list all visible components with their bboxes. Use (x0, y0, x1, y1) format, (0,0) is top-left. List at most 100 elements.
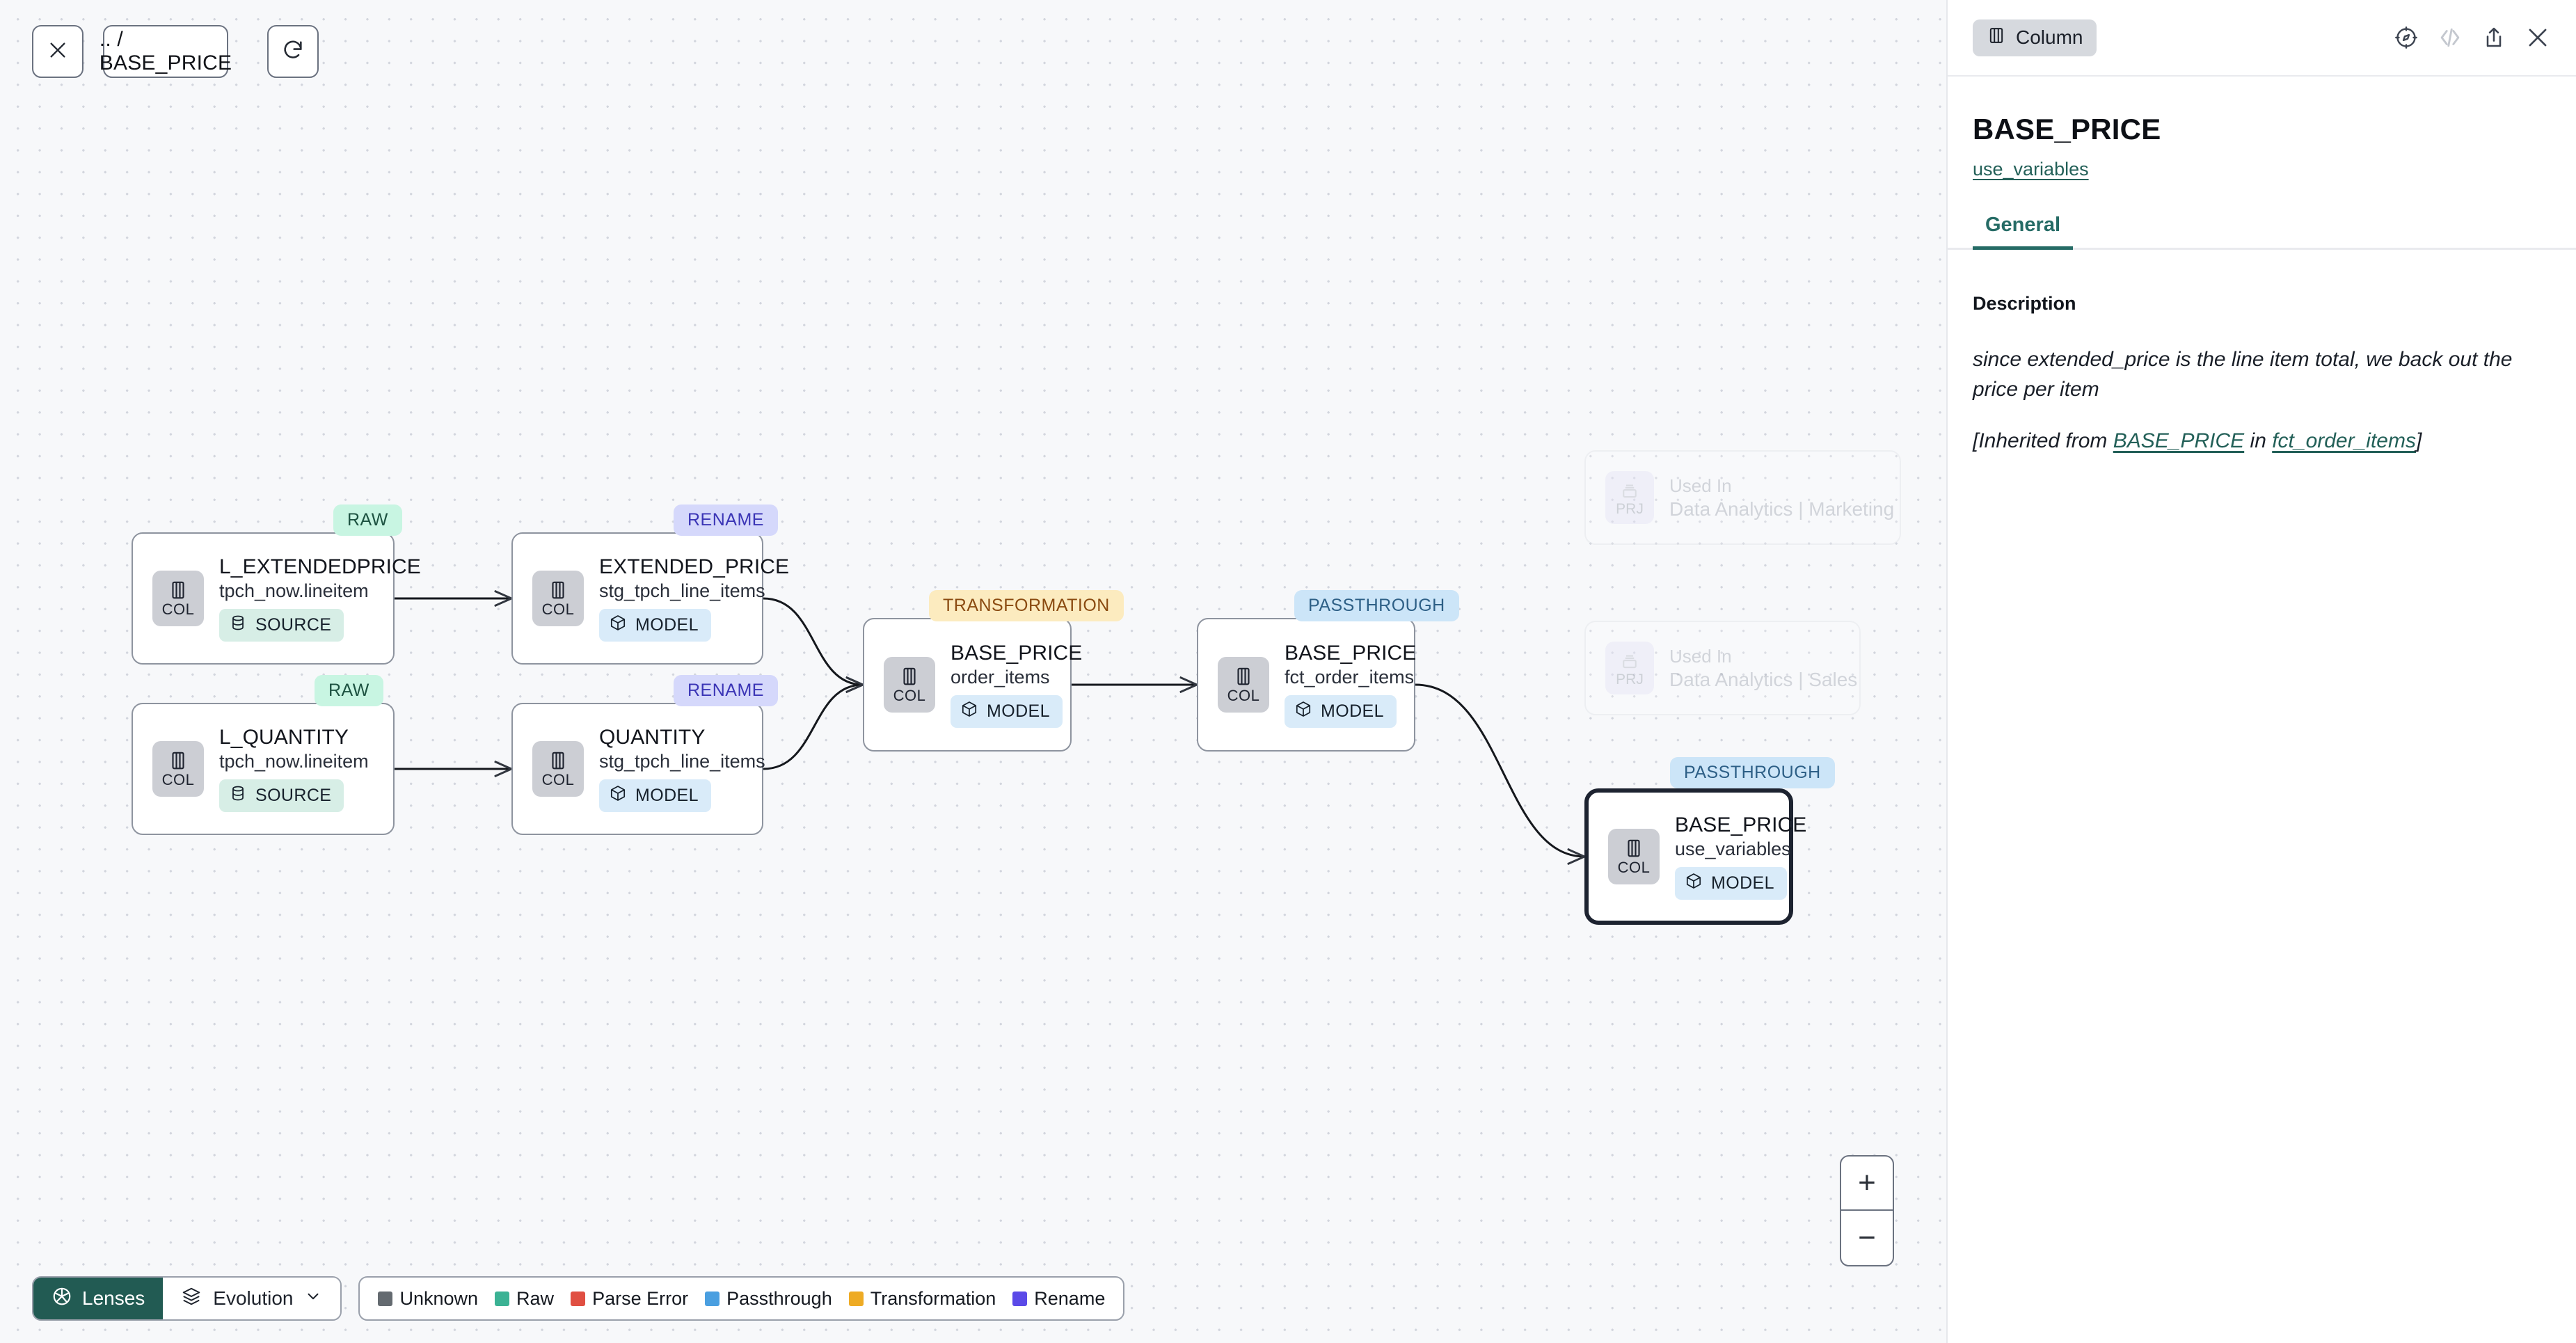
cube-icon (609, 784, 627, 807)
inherited-from-text: [Inherited from BASE_PRICE in fct_order_… (1973, 427, 2551, 456)
cube-icon (1294, 700, 1312, 723)
legend-swatch (378, 1291, 393, 1306)
inherited-suffix: ] (2415, 429, 2422, 453)
edge-fct-to-usevars (1415, 683, 1584, 857)
node-title: EXTENDED_PRICE (599, 555, 790, 579)
node-icon-label: COL (541, 601, 575, 618)
entity-type-label: Column (2016, 26, 2083, 48)
node-title: BASE_PRICE (1675, 813, 1807, 837)
node-subtitle: order_items (951, 667, 1050, 688)
node-kind-tag: MODEL (599, 608, 711, 642)
close-graph-button[interactable] (32, 25, 84, 78)
node-kind-label: SOURCE (255, 785, 332, 805)
node-kind-tag: SOURCE (219, 779, 344, 812)
node-icon-label: COL (541, 771, 575, 788)
legend-item: Unknown (378, 1288, 478, 1310)
legend-item: Transformation (848, 1287, 996, 1310)
panel-header: Column (1948, 0, 2576, 77)
inherited-prefix: [Inherited from (1973, 429, 2113, 453)
aperture-icon (51, 1286, 72, 1312)
node-icon-label: COL (1227, 687, 1260, 704)
tab-general[interactable]: General (1973, 214, 2073, 250)
column-icon: COL (152, 571, 204, 626)
column-icon: COL (1608, 829, 1660, 884)
node-kind-label: SOURCE (255, 614, 332, 635)
legend-swatch (848, 1291, 864, 1306)
close-icon (47, 39, 69, 65)
evolution-dropdown[interactable]: Evolution (163, 1278, 341, 1319)
column-icon: COL (884, 657, 935, 713)
panel-tabs: General (1948, 214, 2576, 250)
legend-swatch (495, 1291, 510, 1306)
breadcrumb[interactable]: .. / BASE_PRICE (100, 25, 232, 78)
node-kind-label: MODEL (1321, 701, 1384, 721)
zoom-controls[interactable]: + − (1840, 1155, 1894, 1266)
code-icon[interactable] (2437, 24, 2463, 51)
legend-item: Passthrough (705, 1288, 832, 1310)
used-in-name: Data Analytics | Marketing (1669, 498, 1895, 520)
node-kind-tag: SOURCE (219, 608, 344, 642)
node-subtitle: fct_order_items (1285, 667, 1415, 688)
node-title: L_EXTENDEDPRICE (219, 555, 421, 579)
column-icon: COL (532, 571, 584, 626)
inherited-model-link[interactable]: fct_order_items (2272, 429, 2416, 453)
node-icon-label: COL (161, 771, 195, 788)
column-icon: COL (1218, 657, 1269, 713)
close-icon[interactable] (2525, 24, 2551, 51)
panel-actions (2394, 24, 2551, 51)
zoom-in-button[interactable]: + (1841, 1157, 1893, 1211)
cube-icon (609, 614, 627, 637)
node-icon-label: COL (893, 687, 926, 704)
used-in-icon-label: PRJ (1616, 671, 1644, 688)
node-kind-label: MODEL (635, 785, 699, 805)
lineage-badge-transformation: TRANSFORMATION (929, 590, 1124, 621)
lineage-badge-raw: RAW (315, 675, 383, 706)
legend-label: Rename (1034, 1287, 1106, 1309)
share-icon[interactable] (2481, 25, 2506, 50)
node-kind-label: MODEL (635, 614, 699, 635)
node-subtitle: use_variables (1675, 839, 1791, 860)
chevron-down-icon (304, 1287, 322, 1310)
legend-swatch (571, 1291, 586, 1306)
plus-icon: + (1858, 1166, 1876, 1200)
node-kind-tag: MODEL (1675, 866, 1787, 900)
panel-title: BASE_PRICE (1973, 113, 2161, 145)
node-title: BASE_PRICE (1285, 642, 1417, 665)
column-icon (1987, 26, 2006, 50)
parent-model-link[interactable]: use_variables (1973, 159, 2089, 180)
explore-compass-icon[interactable] (2394, 25, 2419, 50)
legend-label: Transformation (870, 1287, 996, 1309)
lineage-badge-passthrough: PASSTHROUGH (1294, 590, 1459, 621)
node-icon-label: COL (161, 601, 195, 618)
tab-general-label: General (1985, 214, 2060, 236)
node-subtitle: stg_tpch_line_items (599, 580, 765, 602)
node-title: BASE_PRICE (951, 642, 1083, 665)
zoom-out-button[interactable]: − (1841, 1211, 1893, 1265)
edge-qty-to-base (763, 685, 863, 770)
legend-item: Rename (1012, 1288, 1105, 1310)
lenses-group: Lenses Evolution (32, 1276, 342, 1321)
lenses-button[interactable]: Lenses (33, 1278, 164, 1319)
refresh-button[interactable] (267, 25, 319, 78)
legend-swatch (1012, 1291, 1028, 1306)
refresh-icon (281, 38, 305, 65)
node-subtitle: tpch_now.lineitem (219, 580, 369, 602)
database-icon (229, 784, 247, 807)
inherited-column-link[interactable]: BASE_PRICE (2113, 429, 2245, 453)
lineage-badge-passthrough: PASSTHROUGH (1670, 757, 1835, 788)
